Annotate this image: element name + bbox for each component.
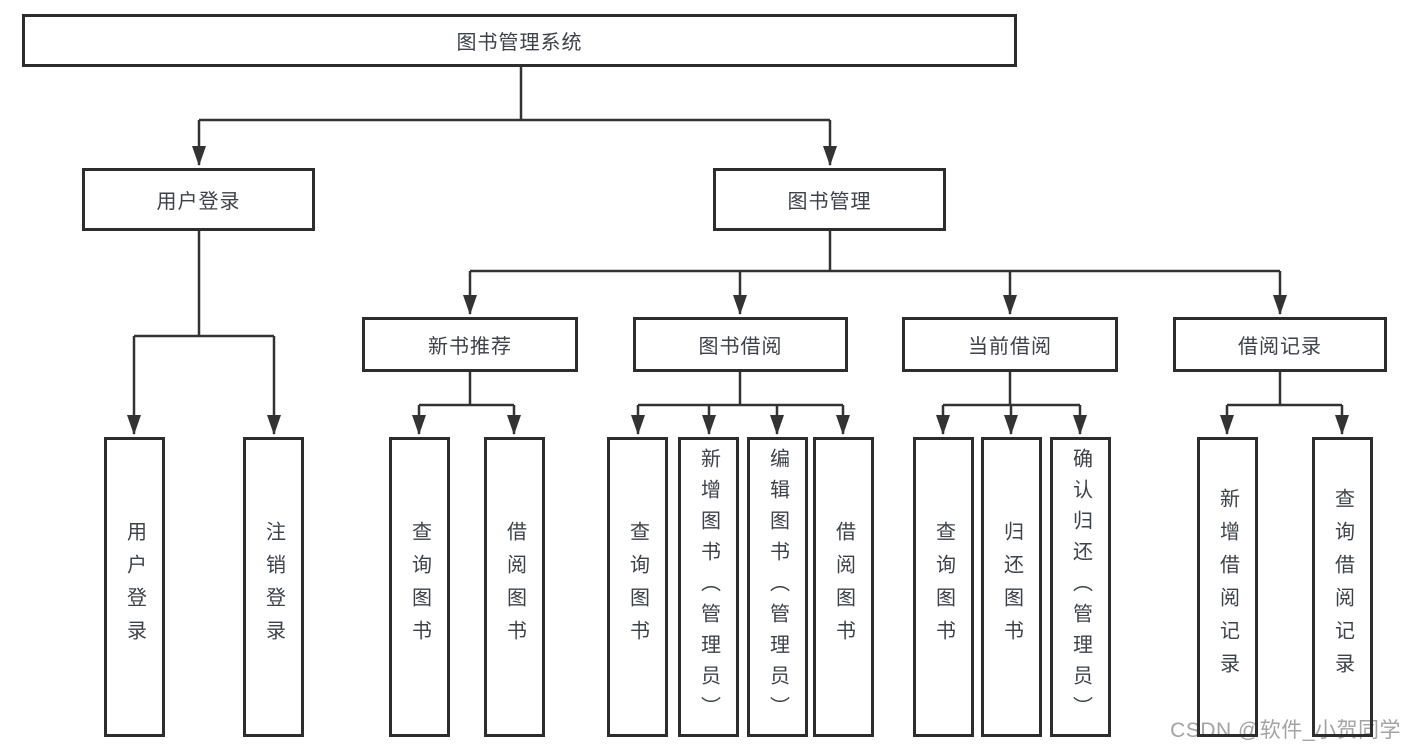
node-new-book-recommend: 新书推荐	[362, 317, 578, 372]
node-root: 图书管理系统	[22, 14, 1017, 67]
node-current-borrow-label: 当前借阅	[968, 336, 1052, 358]
leaf-return-book-label: 归还图书	[1000, 521, 1023, 653]
node-borrow-records-label: 借阅记录	[1238, 336, 1322, 358]
leaf-return-book: 归还图书	[981, 437, 1042, 737]
leaf-confirm-return-admin-label: 确认归还（管理员）	[1069, 447, 1092, 727]
leaf-user-login-label: 用户登录	[123, 521, 146, 653]
leaf-query-books-current: 查询图书	[913, 437, 974, 737]
node-user-login-label: 用户登录	[156, 191, 241, 213]
node-root-label: 图书管理系统	[456, 32, 583, 54]
leaf-add-borrow-record-label: 新增借阅记录	[1216, 488, 1239, 686]
node-user-login: 用户登录	[82, 168, 315, 231]
leaf-query-books-recommend: 查询图书	[389, 437, 450, 737]
node-borrow-records: 借阅记录	[1173, 317, 1387, 372]
leaf-query-books-recommend-label: 查询图书	[408, 521, 431, 653]
node-book-borrow: 图书借阅	[633, 317, 848, 372]
leaf-borrow-books: 借阅图书	[813, 437, 874, 737]
leaf-query-borrow-record-label: 查询借阅记录	[1331, 488, 1354, 686]
leaf-borrow-books-label: 借阅图书	[832, 521, 855, 653]
leaf-query-books-borrow-label: 查询图书	[626, 521, 649, 653]
leaf-user-login: 用户登录	[104, 437, 165, 737]
leaf-add-book-admin-label: 新增图书（管理员）	[697, 447, 720, 727]
leaf-query-books-current-label: 查询图书	[932, 521, 955, 653]
node-current-borrow: 当前借阅	[902, 317, 1118, 372]
leaf-borrow-books-recommend: 借阅图书	[484, 437, 545, 737]
leaf-confirm-return-admin: 确认归还（管理员）	[1050, 437, 1111, 737]
leaf-add-book-admin: 新增图书（管理员）	[678, 437, 739, 737]
leaf-edit-book-admin-label: 编辑图书（管理员）	[766, 447, 789, 727]
leaf-query-books-borrow: 查询图书	[607, 437, 668, 737]
leaf-logout-label: 注销登录	[262, 521, 285, 653]
node-new-book-recommend-label: 新书推荐	[428, 336, 512, 358]
leaf-logout: 注销登录	[243, 437, 304, 737]
leaf-borrow-books-recommend-label: 借阅图书	[503, 521, 526, 653]
node-book-borrow-label: 图书借阅	[698, 336, 783, 358]
node-book-management-label: 图书管理	[787, 191, 872, 213]
leaf-add-borrow-record: 新增借阅记录	[1197, 437, 1258, 737]
leaf-query-borrow-record: 查询借阅记录	[1312, 437, 1373, 737]
leaf-edit-book-admin: 编辑图书（管理员）	[747, 437, 808, 737]
node-book-management: 图书管理	[713, 168, 946, 231]
